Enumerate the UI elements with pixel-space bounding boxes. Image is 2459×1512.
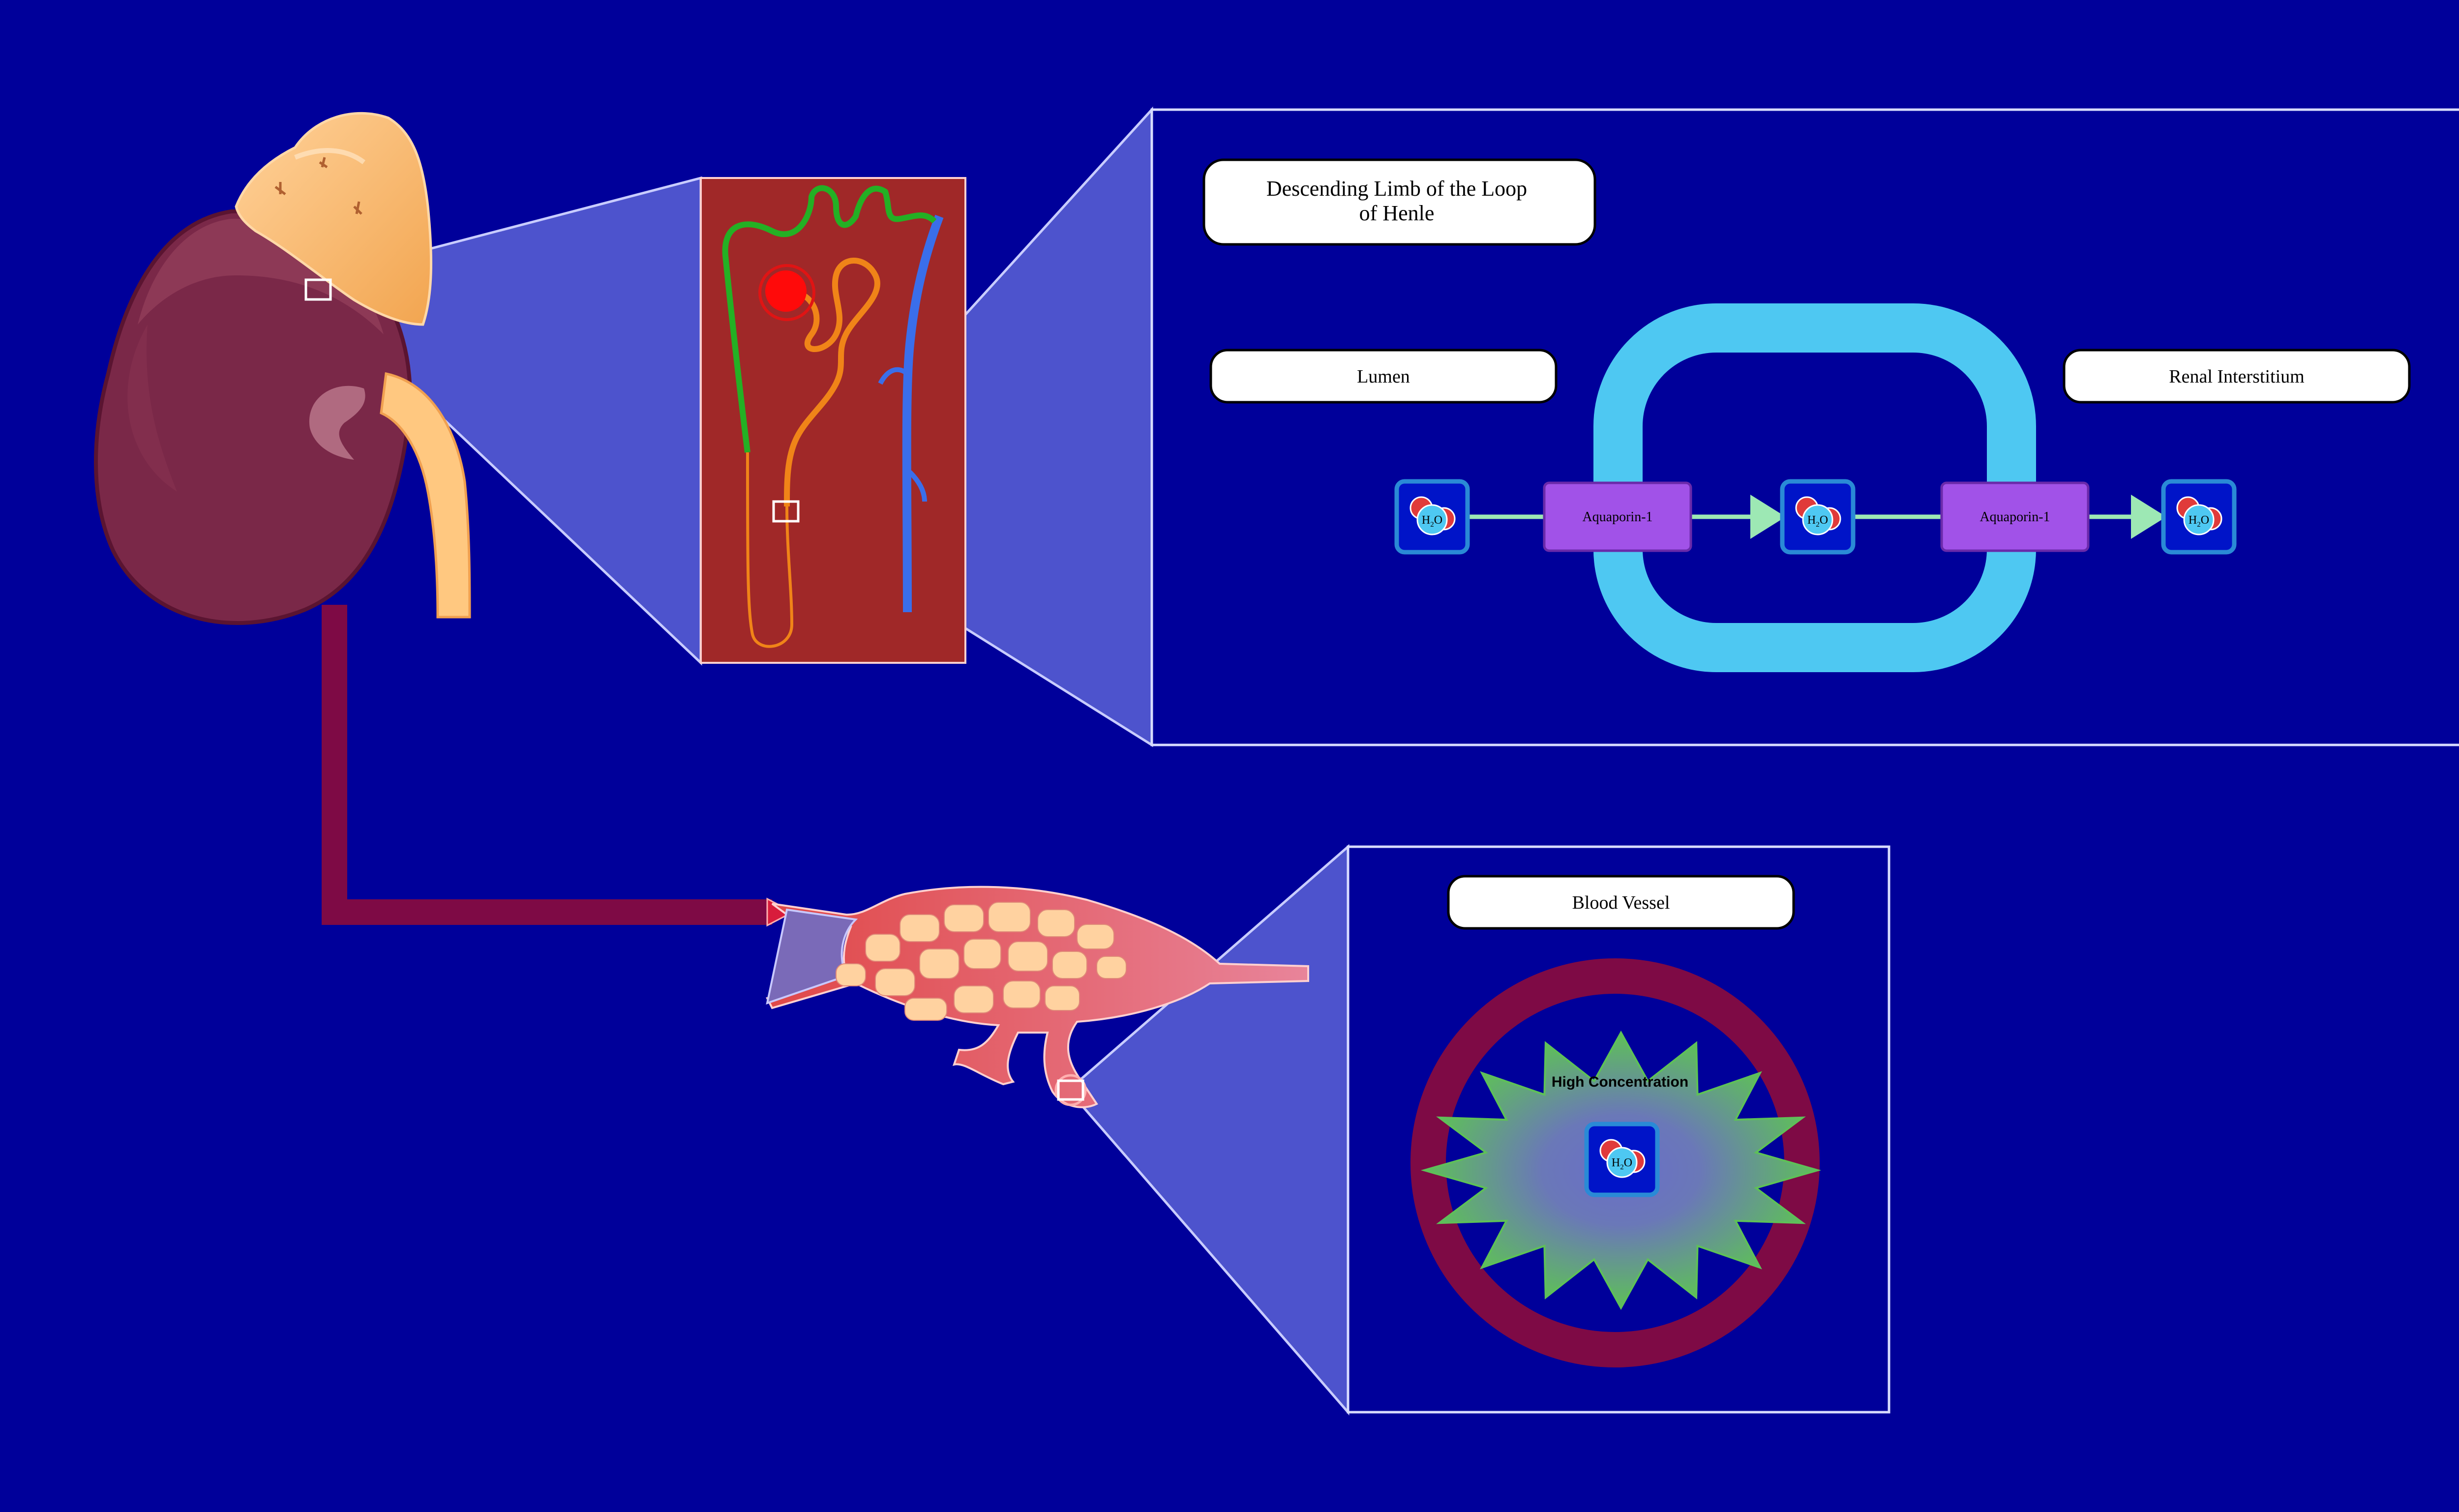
interstitium-label: Renal Interstitium bbox=[2169, 366, 2304, 387]
transporter-aquaporin-1: Aquaporin-1 bbox=[1940, 481, 2090, 552]
water-molecule-icon: H2O bbox=[1587, 1124, 1657, 1195]
transporter-label: Aquaporin-1 bbox=[1979, 509, 2050, 525]
nephron-zoom-marker bbox=[772, 500, 800, 523]
svg-text:H2O: H2O bbox=[1612, 1156, 1632, 1171]
segment-title-line2: of Henle bbox=[1359, 201, 1435, 225]
vessel-wall-ring bbox=[1410, 958, 1820, 1367]
capillary-network-icon bbox=[766, 886, 1309, 1108]
water-molecule-icon: H2O bbox=[1782, 481, 1853, 552]
high-concentration-label: High Concentration bbox=[1552, 1074, 1688, 1090]
svg-text:H2O: H2O bbox=[2189, 514, 2209, 529]
lumen-label-box: Lumen bbox=[1209, 349, 1558, 404]
capillary-zoom-marker bbox=[1057, 1079, 1084, 1101]
kidney-zoom-marker bbox=[304, 278, 332, 301]
water-molecule-icon: H2O bbox=[1397, 481, 1468, 552]
water-molecule-icon: H2O bbox=[2163, 481, 2234, 552]
transporter-aquaporin-1: Aquaporin-1 bbox=[1543, 481, 1692, 552]
adrenal-gland-icon bbox=[235, 112, 433, 326]
svg-text:H2O: H2O bbox=[1807, 514, 1828, 529]
ureter bbox=[380, 372, 471, 619]
renal-vessel bbox=[322, 605, 772, 925]
svg-text:H2O: H2O bbox=[1422, 514, 1442, 529]
transporter-label: Aquaporin-1 bbox=[1582, 509, 1652, 525]
capillary-zoom-marker-ring bbox=[1054, 1074, 1087, 1106]
nephron-icon bbox=[700, 177, 966, 664]
interstitium-label-box: Renal Interstitium bbox=[2063, 349, 2411, 404]
blood-vessel-label-box: Blood Vessel bbox=[1447, 875, 1795, 930]
segment-title-box: Descending Limb of the Loop of Henle bbox=[1202, 158, 1596, 246]
segment-title-line1: Descending Limb of the Loop bbox=[1266, 177, 1527, 201]
lumen-label: Lumen bbox=[1357, 366, 1410, 387]
blood-vessel-label: Blood Vessel bbox=[1572, 892, 1670, 913]
